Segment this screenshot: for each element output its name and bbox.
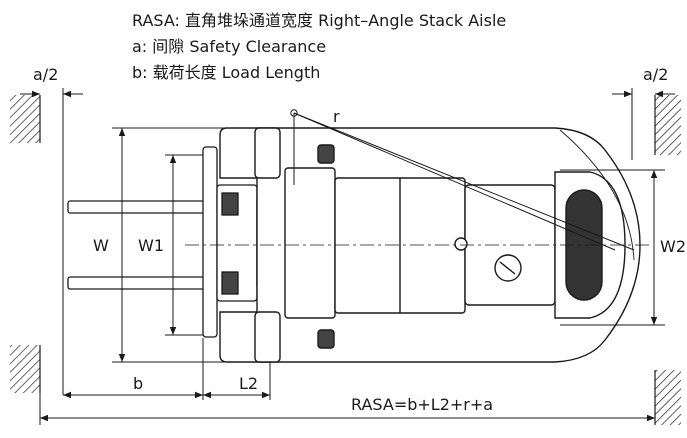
label-r: r [333,107,340,126]
legend-a: a: 间隙 Safety Clearance [132,37,327,56]
label-w2: W2 [660,237,686,256]
wall-top-left [10,95,41,143]
dim-a-half-left [20,88,83,395]
dim-rasa [39,393,655,425]
label-w: W [93,236,109,255]
wall-top-right [654,95,681,155]
label-b: b [133,374,143,393]
label-a-half-right: a/2 [643,65,668,84]
label-w1: W1 [138,236,164,255]
legend-rasa: RASA: 直角堆垛通道宽度 Right–Angle Stack Aisle [132,11,507,30]
dim-w1 [165,154,203,336]
legend: RASA: 直角堆垛通道宽度 Right–Angle Stack Aisle a… [132,8,506,86]
dim-b-l2 [63,338,271,400]
dim-w2 [560,169,665,326]
dim-w [112,127,225,363]
label-a-half-left: a/2 [33,65,58,84]
dim-a-half-right [612,88,675,160]
turning-radius [290,109,635,261]
label-l2: L2 [239,374,258,393]
wall-bottom-left [10,345,41,393]
legend-b: b: 载荷长度 Load Length [132,63,321,82]
label-rasa-formula: RASA=b+L2+r+a [351,395,493,414]
wall-bottom-right [654,370,681,425]
